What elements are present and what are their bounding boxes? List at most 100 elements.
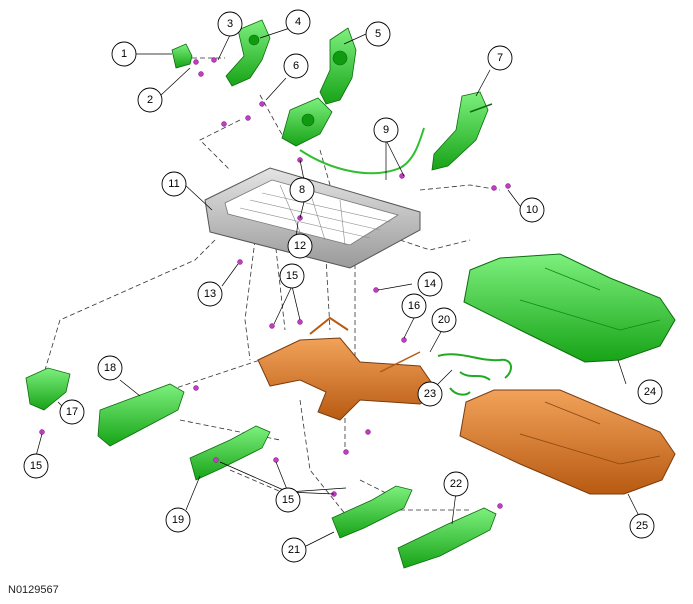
callout-circle (629, 513, 655, 539)
callout-5: 5 (365, 21, 391, 47)
callout-number: 19 (172, 514, 184, 526)
callout-10: 10 (519, 197, 545, 223)
fasteners (39, 57, 511, 509)
callout-11: 11 (161, 171, 187, 197)
callout-20: 20 (431, 307, 457, 333)
callout-number: 16 (408, 300, 420, 312)
callout-circle (431, 307, 457, 333)
callout-9: 9 (373, 117, 399, 143)
callout-number: 14 (424, 278, 436, 290)
callout-circle (197, 281, 223, 307)
seat-cushion-upper (463, 253, 676, 363)
callout-15: 15 (23, 453, 49, 479)
callout-circle (111, 41, 137, 67)
callout-number: 24 (644, 386, 656, 398)
callout-number: 6 (293, 60, 299, 72)
callout-number: 23 (424, 388, 436, 400)
callout-number: 17 (66, 406, 78, 418)
callout-circle (137, 87, 163, 113)
callout-2: 2 (137, 87, 163, 113)
callout-circle (443, 471, 469, 497)
recliner-bracket-4 (225, 19, 271, 87)
pivot-cover-1 (171, 43, 193, 69)
callout-number: 2 (147, 94, 153, 106)
callout-circle (487, 45, 513, 71)
callout-number: 22 (450, 478, 462, 490)
callout-number: 13 (204, 288, 216, 300)
callout-3: 3 (217, 11, 243, 37)
callout-17: 17 (59, 399, 85, 425)
callout-number: 11 (168, 178, 179, 190)
callout-number: 8 (299, 184, 305, 196)
callout-circle (165, 507, 191, 533)
callout-circle (373, 117, 399, 143)
callout-circle (97, 355, 123, 381)
callout-8: 8 (289, 177, 315, 203)
callout-16: 16 (401, 293, 427, 319)
callout-number: 18 (104, 362, 116, 374)
figure-code: N0129567 (8, 584, 59, 596)
trim-cover-17 (25, 367, 71, 411)
callout-number: 15 (286, 270, 298, 282)
callout-circle (161, 171, 187, 197)
callout-number: 21 (288, 544, 300, 556)
seat-frame (204, 167, 421, 269)
callout-circle (289, 177, 315, 203)
callout-number: 5 (375, 28, 381, 40)
callout-14: 14 (417, 271, 443, 297)
recliner-bracket-7 (431, 91, 493, 171)
callout-circle (285, 9, 311, 35)
trim-cover-19 (189, 425, 271, 481)
callout-12: 12 (287, 233, 313, 259)
lower-mechanism (257, 316, 439, 421)
callout-circle (417, 271, 443, 297)
callout-number: 12 (294, 240, 306, 252)
callout-number: 4 (295, 16, 301, 28)
trim-cover-21 (331, 485, 413, 539)
callout-1: 1 (111, 41, 137, 67)
callout-circle (281, 537, 307, 563)
trim-cover-18 (97, 383, 185, 447)
callout-circle (417, 381, 443, 407)
callout-circle (365, 21, 391, 47)
release-cable (299, 127, 425, 175)
callout-21: 21 (281, 537, 307, 563)
trim-cover-22 (397, 507, 497, 569)
recliner-bracket-5 (319, 27, 357, 105)
callout-6: 6 (283, 53, 309, 79)
callout-circle (217, 11, 243, 37)
callout-25: 25 (629, 513, 655, 539)
callout-22: 22 (443, 471, 469, 497)
seat-cushion-lower (459, 389, 676, 495)
callout-circle (59, 399, 85, 425)
callout-19: 19 (165, 507, 191, 533)
callout-7: 7 (487, 45, 513, 71)
callout-number: 15 (282, 494, 294, 506)
wiring-harness (437, 353, 512, 396)
callout-4: 4 (285, 9, 311, 35)
callout-circle (401, 293, 427, 319)
callout-18: 18 (97, 355, 123, 381)
callout-circle (279, 263, 305, 289)
callout-circle (637, 379, 663, 405)
callout-circle (23, 453, 49, 479)
callout-15: 15 (275, 487, 301, 513)
callout-15: 15 (279, 263, 305, 289)
callout-number: 3 (227, 18, 233, 30)
callout-13: 13 (197, 281, 223, 307)
callout-circle (283, 53, 309, 79)
callout-circle (275, 487, 301, 513)
callout-circle (287, 233, 313, 259)
callout-24: 24 (637, 379, 663, 405)
callout-number: 25 (636, 520, 648, 532)
callout-number: 10 (526, 204, 538, 216)
callout-number: 1 (121, 48, 127, 60)
callout-circle (519, 197, 545, 223)
callout-number: 20 (438, 314, 450, 326)
callout-number: 15 (30, 460, 42, 472)
callout-number: 7 (497, 52, 503, 64)
callout-23: 23 (417, 381, 443, 407)
callout-number: 9 (383, 124, 389, 136)
